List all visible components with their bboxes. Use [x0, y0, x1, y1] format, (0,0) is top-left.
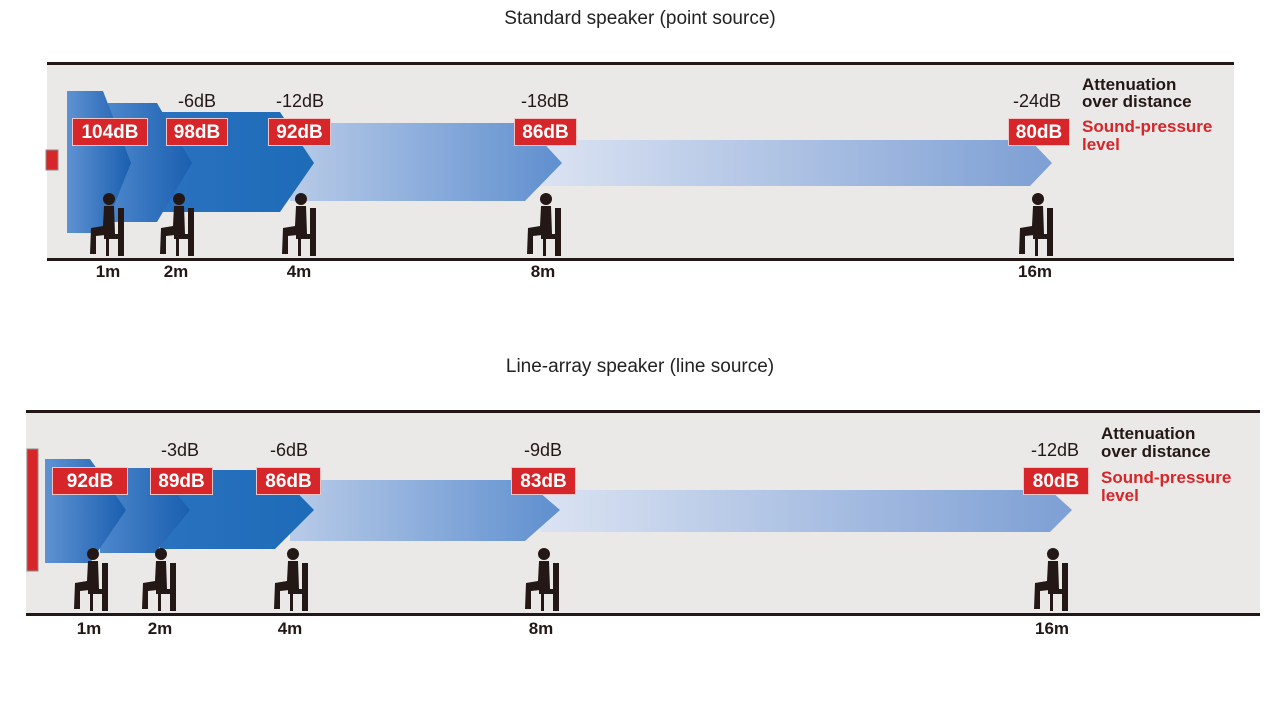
attenuation-label: -3dB — [160, 440, 200, 460]
seated-person-icon — [160, 193, 194, 256]
legend-attenuation: Attenuation — [1101, 424, 1196, 443]
distance-label: 8m — [528, 619, 554, 638]
legend-spl: Sound-pressure — [1082, 117, 1213, 136]
sound-pressure-badge: 104dB — [72, 118, 148, 146]
legend-attenuation: over distance — [1082, 92, 1192, 111]
sound-wave-arrow — [540, 140, 1052, 186]
sound-pressure-badge: 83dB — [511, 467, 576, 495]
sound-wave-arrow — [290, 123, 562, 201]
sound-wave-arrow — [290, 480, 560, 541]
seated-person-icon — [142, 548, 176, 611]
seated-person-icon — [1019, 193, 1053, 256]
attenuation-label: -12dB — [275, 91, 325, 111]
legend-spl: Sound-pressure — [1101, 468, 1232, 487]
seated-person-icon — [74, 548, 108, 611]
seated-person-icon — [1034, 548, 1068, 611]
legend-attenuation: Attenuation — [1082, 75, 1177, 94]
distance-label: 4m — [286, 262, 312, 281]
attenuation-label: -9dB — [523, 440, 563, 460]
sound-pressure-badge: 80dB — [1023, 467, 1089, 495]
seated-person-icon — [90, 193, 124, 256]
sound-pressure-badge: 89dB — [150, 467, 213, 495]
distance-label: 2m — [163, 262, 189, 281]
distance-label: 8m — [530, 262, 556, 281]
legend-attenuation: over distance — [1101, 442, 1211, 461]
attenuation-label: -24dB — [1012, 91, 1062, 111]
seated-person-icon — [527, 193, 561, 256]
legend-spl: level — [1082, 135, 1120, 154]
sound-wave-arrow — [540, 490, 1072, 532]
distance-label: 4m — [277, 619, 303, 638]
sound-pressure-badge: 86dB — [514, 118, 577, 146]
sound-pressure-badge: 98dB — [166, 118, 228, 146]
sound-pressure-badge: 92dB — [268, 118, 331, 146]
seated-person-icon — [274, 548, 308, 611]
seated-person-icon — [525, 548, 559, 611]
attenuation-label: -6dB — [177, 91, 217, 111]
sound-pressure-badge: 86dB — [256, 467, 321, 495]
attenuation-label: -18dB — [520, 91, 570, 111]
attenuation-label: -12dB — [1030, 440, 1080, 460]
distance-label: 1m — [76, 619, 102, 638]
speaker — [45, 149, 59, 171]
panel-title: Line-array speaker (line source) — [505, 356, 775, 377]
seated-person-icon — [282, 193, 316, 256]
distance-label: 16m — [1017, 262, 1053, 281]
panel-title: Standard speaker (point source) — [504, 8, 776, 29]
legend-spl: level — [1101, 486, 1139, 505]
speaker — [26, 448, 39, 572]
sound-pressure-badge: 80dB — [1008, 118, 1070, 146]
distance-label: 1m — [95, 262, 121, 281]
distance-label: 16m — [1034, 619, 1070, 638]
attenuation-label: -6dB — [269, 440, 309, 460]
distance-label: 2m — [147, 619, 173, 638]
sound-pressure-badge: 92dB — [52, 467, 128, 495]
